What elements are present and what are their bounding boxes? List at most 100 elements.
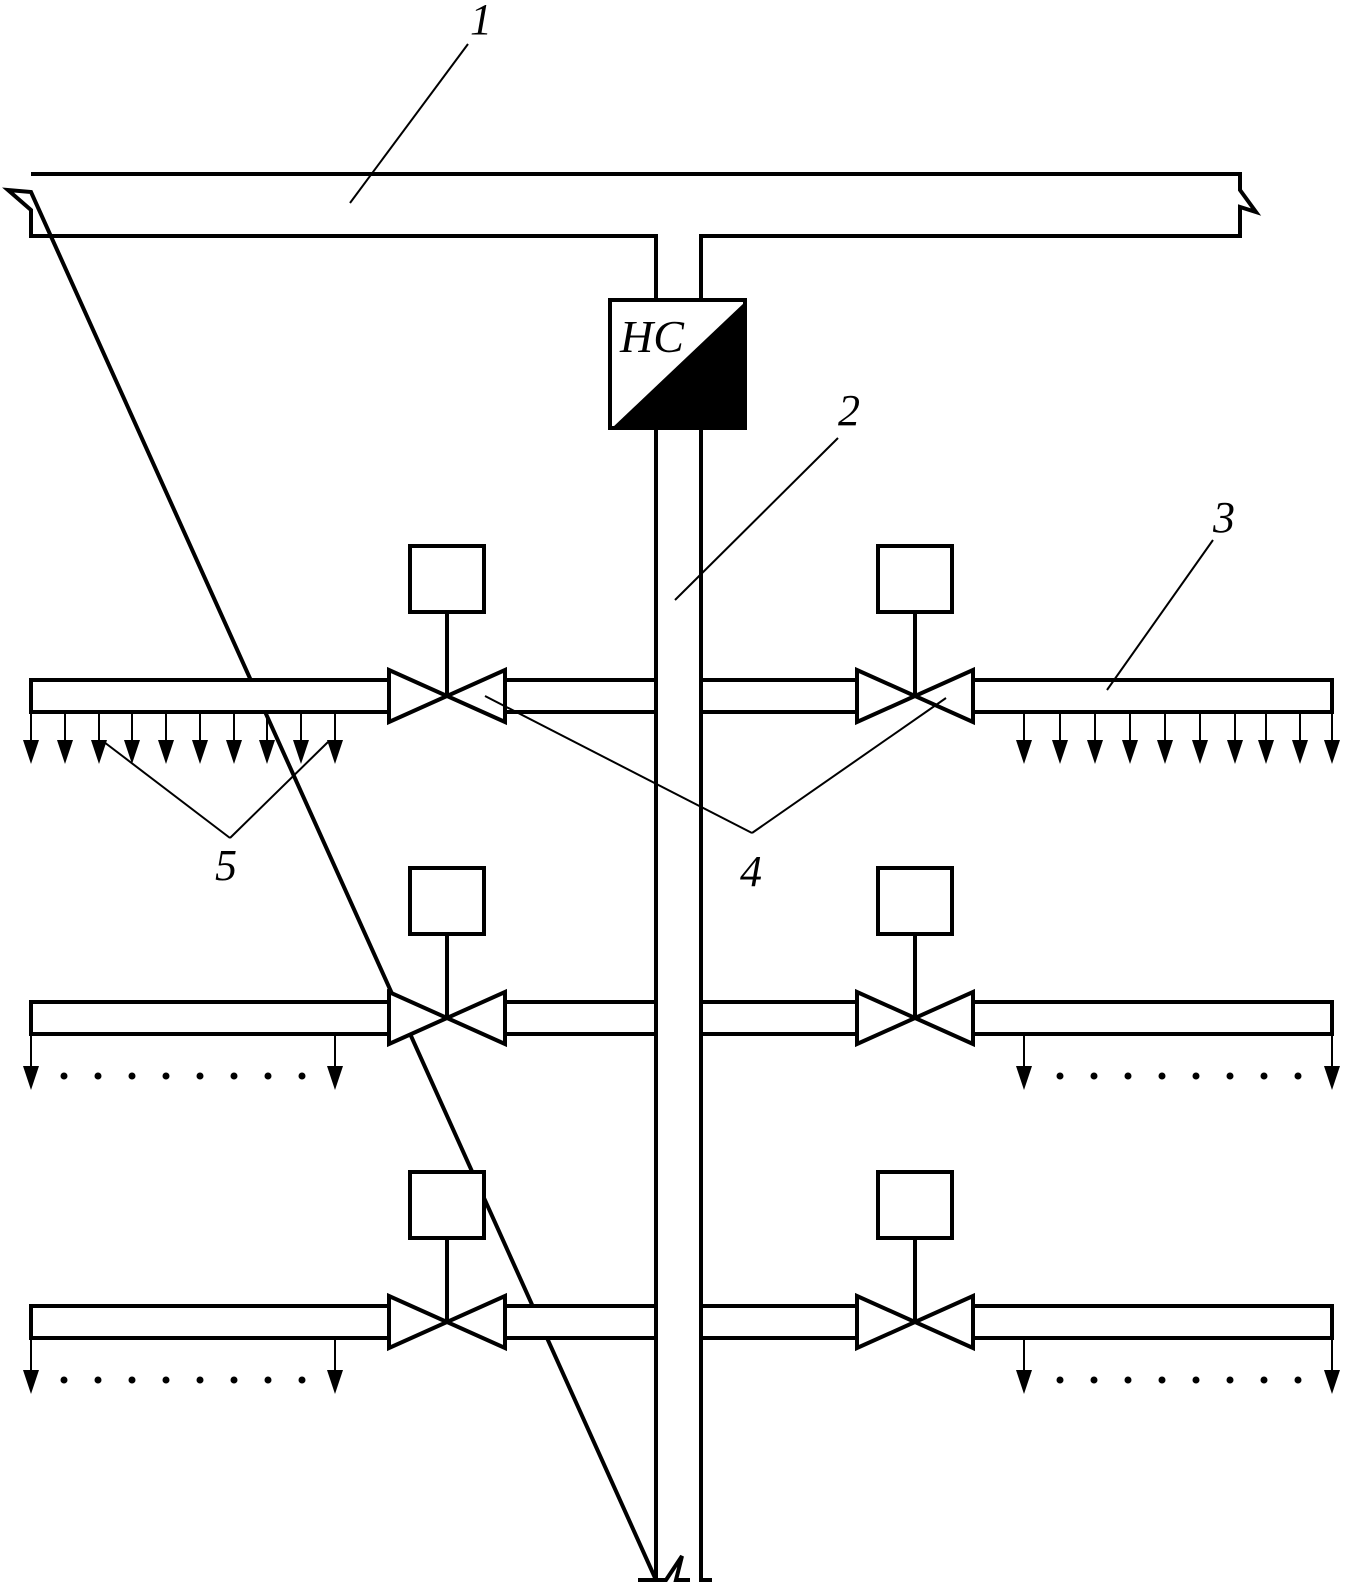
- ellipsis-dot: [1226, 1072, 1234, 1080]
- leader-4a: [484, 695, 753, 834]
- branch-stub-left-2: [503, 1000, 658, 1036]
- valve-left-triangle: [387, 666, 452, 726]
- valve-left-1: [387, 544, 507, 726]
- main-header-pipe: [2, 172, 1262, 1582]
- pump-station-label: НС: [619, 311, 685, 362]
- ellipsis-dot: [230, 1376, 238, 1384]
- ellipsis-dot: [60, 1376, 68, 1384]
- ellipsis-dot: [1260, 1376, 1268, 1384]
- ellipsis-dot: [128, 1072, 136, 1080]
- sprinkler-right-1-4: [1122, 740, 1138, 764]
- branch-tier-2: [23, 866, 1340, 1090]
- ellipsis-dot: [1124, 1376, 1132, 1384]
- actuator-box: [876, 1170, 954, 1240]
- valve-left-triangle: [855, 988, 920, 1048]
- sprinkler-right-1-3: [1087, 740, 1103, 764]
- ellipsis-dot: [1090, 1376, 1098, 1384]
- branch-tier-3: [23, 1170, 1340, 1394]
- ellipsis-dot: [1294, 1376, 1302, 1384]
- valve-left-2: [387, 866, 507, 1048]
- ellipsis-dot: [60, 1072, 68, 1080]
- ellipsis-dot: [1226, 1376, 1234, 1384]
- ellipsis-dot: [1192, 1376, 1200, 1384]
- branch-pipe-right-3: [971, 1304, 1334, 1340]
- riser-break: [638, 1554, 690, 1582]
- sprinkler-left-1-7: [226, 740, 242, 764]
- sprinkler-right-1-6: [1192, 740, 1208, 764]
- ellipsis-dot: [162, 1376, 170, 1384]
- sprinkler-left-1-5: [158, 740, 174, 764]
- ellipsis-dot: [264, 1376, 272, 1384]
- ellipsis-dot: [1090, 1072, 1098, 1080]
- sprinkler-right-first-3: [1016, 1370, 1032, 1394]
- sprinkler-left-1-1: [23, 740, 39, 764]
- ellipsis-dot: [94, 1376, 102, 1384]
- sprinkler-left-1-2: [57, 740, 73, 764]
- leader-1: [349, 43, 469, 204]
- ellipsis-dot: [196, 1376, 204, 1384]
- ellipsis-dot: [1294, 1072, 1302, 1080]
- sprinkler-right-1-2: [1052, 740, 1068, 764]
- valve-right-triangle: [442, 666, 507, 726]
- valve-right-triangle: [910, 666, 975, 726]
- valve-right-2: [855, 866, 975, 1048]
- sprinkler-left-last-3: [327, 1370, 343, 1394]
- sprinkler-left-1-6: [192, 740, 208, 764]
- actuator-box: [408, 1170, 486, 1240]
- sprinkler-left-1-10: [327, 740, 343, 764]
- sprinkler-right-last-3: [1324, 1370, 1340, 1394]
- leader-5a: [103, 741, 231, 839]
- callout-4: 4: [740, 847, 762, 896]
- valve-left-3: [387, 1170, 507, 1352]
- valve-left-triangle: [855, 1292, 920, 1352]
- branch-pipe-left-3: [29, 1304, 391, 1340]
- branch-stub-right-2: [699, 1000, 860, 1036]
- ellipsis-dot: [1124, 1072, 1132, 1080]
- actuator-box: [876, 544, 954, 614]
- valve-right-triangle: [910, 1292, 975, 1352]
- sprinkler-right-1-5: [1157, 740, 1173, 764]
- sprinkler-right-first-2: [1016, 1066, 1032, 1090]
- branch-stub-right-1: [699, 678, 860, 714]
- leader-5b: [229, 741, 329, 839]
- actuator-box: [408, 544, 486, 614]
- actuator-box: [408, 866, 486, 936]
- sprinkler-left-1-4: [124, 740, 140, 764]
- actuator-box: [876, 866, 954, 936]
- branch-pipe-right-1: [971, 678, 1334, 714]
- valve-right-3: [855, 1170, 975, 1352]
- tiers-group: [23, 544, 1340, 1394]
- sprinkler-left-1-9: [293, 740, 309, 764]
- leader-3: [1106, 539, 1214, 691]
- leader-2: [674, 437, 839, 601]
- ellipsis-dot: [298, 1072, 306, 1080]
- callout-5: 5: [215, 841, 237, 890]
- ellipsis-dot: [1158, 1072, 1166, 1080]
- branch-pipe-left-2: [29, 1000, 391, 1036]
- sprinkler-right-1-9: [1292, 740, 1308, 764]
- ellipsis-dot: [162, 1072, 170, 1080]
- ellipsis-dot: [94, 1072, 102, 1080]
- sprinkler-left-1-3: [91, 740, 107, 764]
- ellipsis-dot: [1260, 1072, 1268, 1080]
- branch-stub-left-1: [503, 678, 658, 714]
- sprinkler-left-first-2: [23, 1066, 39, 1090]
- sprinkler-right-1-7: [1227, 740, 1243, 764]
- sprinkler-left-1-8: [259, 740, 275, 764]
- valve-right-triangle: [442, 1292, 507, 1352]
- branch-stub-left-3: [503, 1304, 658, 1340]
- valve-right-triangle: [442, 988, 507, 1048]
- ellipsis-dot: [298, 1376, 306, 1384]
- pump-station: НС: [608, 298, 747, 430]
- sprinkler-right-last-2: [1324, 1066, 1340, 1090]
- callout-leaders: [103, 43, 1214, 839]
- callout-3: 3: [1212, 493, 1235, 542]
- pump-station-shading: [612, 302, 745, 428]
- ellipsis-dot: [264, 1072, 272, 1080]
- ellipsis-dot: [196, 1072, 204, 1080]
- ellipsis-dot: [230, 1072, 238, 1080]
- branch-tier-1: [23, 544, 1340, 764]
- ellipsis-dot: [1158, 1376, 1166, 1384]
- ellipsis-dot: [1056, 1376, 1064, 1384]
